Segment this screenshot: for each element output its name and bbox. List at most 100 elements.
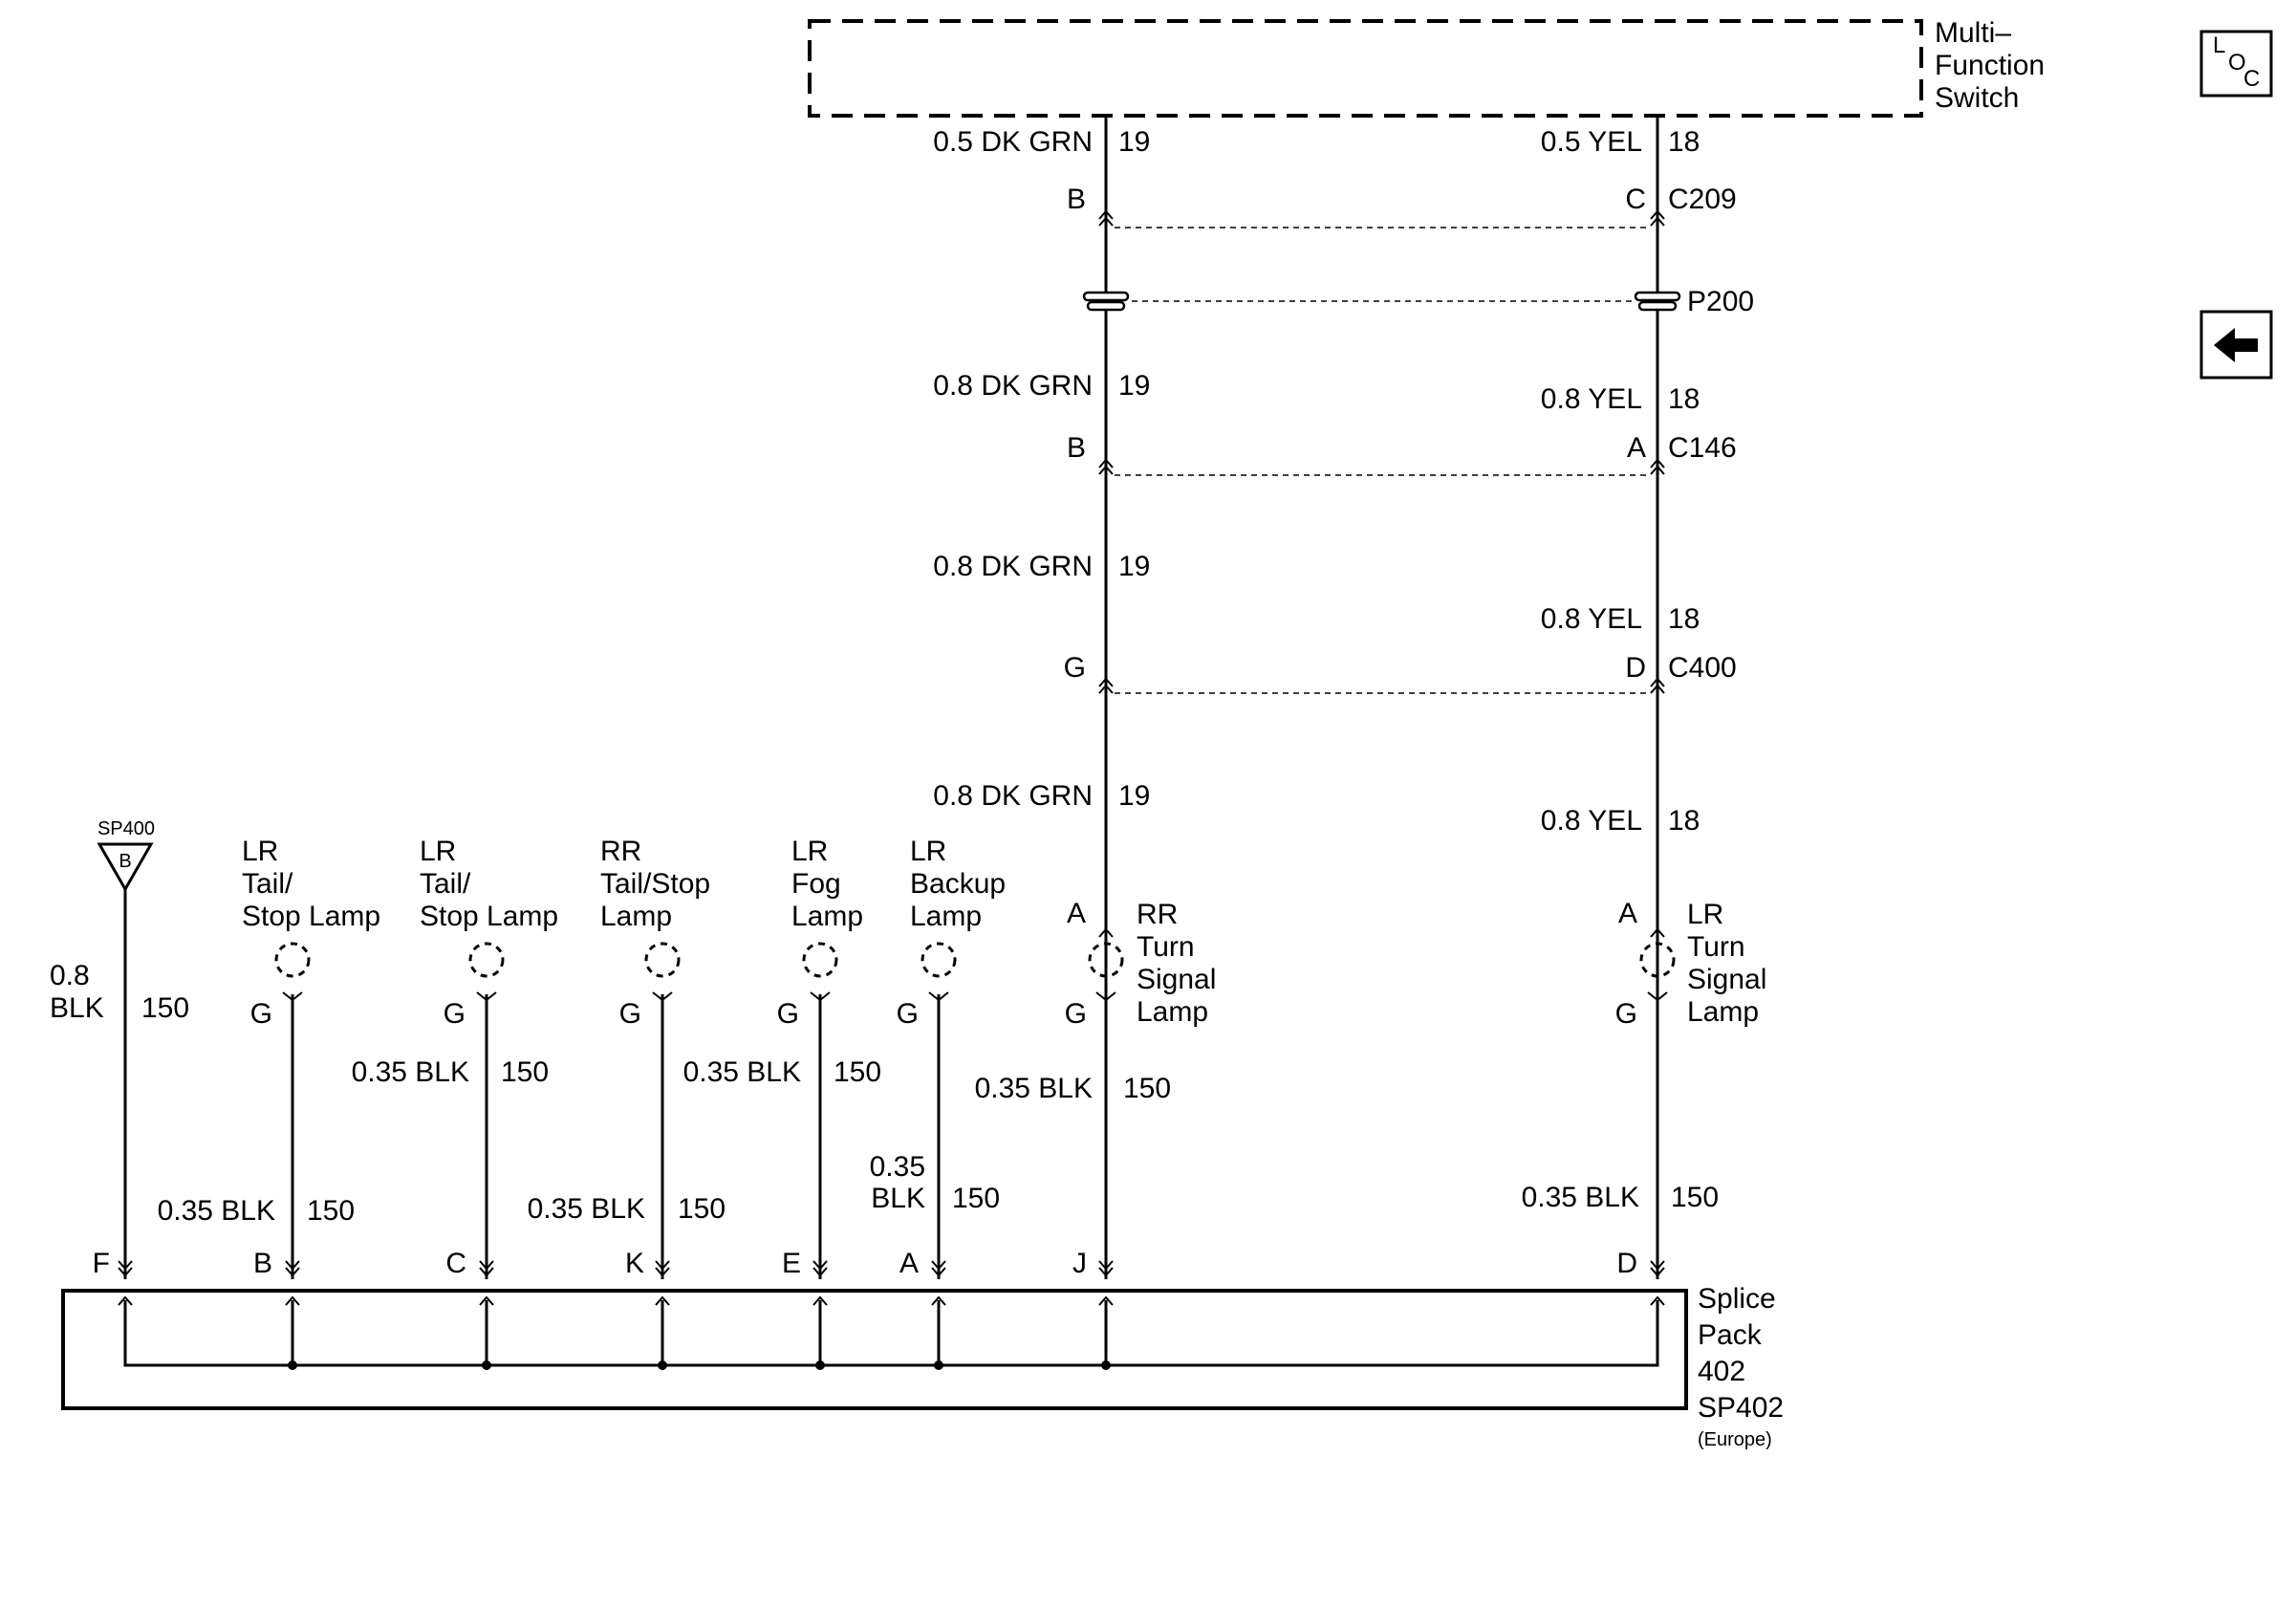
ground-sp400: SP400 B 0.8 BLK 150 F [50,818,189,1279]
pin-label: A [1067,898,1086,929]
lamp-name-line: Stop Lamp [420,901,558,932]
lamp-symbol [921,942,957,978]
lamp-lr-tail-stop-1: LR Tail/ Stop Lamp G 0.35 BLK 150 B [158,836,380,1279]
loc-icon[interactable]: L O C [2199,30,2273,98]
splice-pack-name-line: 402 [1698,1356,1745,1387]
pin-label: D [1616,1248,1637,1279]
wire-color-label: 0.35 BLK [1522,1182,1639,1213]
pin-label: B [1067,432,1086,464]
pin-label: G [250,998,272,1030]
wire-color-label: 0.8 [50,960,90,991]
lamp-name-line: Turn [1687,931,1745,963]
pin-label: G [1065,998,1087,1030]
pin-label: C [1625,184,1646,215]
component-name-line: Multi– [1935,17,2011,49]
wire-color-label: 0.8 YEL [1541,805,1642,837]
circuit-number: 150 [678,1193,726,1225]
lamp-name-line: Lamp [1687,996,1759,1028]
lamp-name-line: Signal [1687,964,1766,995]
lamp-name-line: LR [420,836,456,867]
circuit-number: 19 [1118,370,1150,402]
lamp-lr-tail-stop-2: LR Tail/ Stop Lamp G 0.35 BLK 150 C [352,836,558,1279]
connector-id: C209 [1668,184,1737,215]
connector-id: C146 [1668,432,1737,464]
pin-label: A [899,1248,919,1279]
splice-pack-name-line: SP402 [1698,1392,1784,1424]
wire-color-label: BLK [50,992,104,1024]
lamp-name-line: Lamp [791,901,863,932]
back-arrow-icon[interactable] [2199,310,2273,380]
pin-label: G [1615,998,1637,1030]
circuit-number: 150 [141,992,189,1024]
circuit-number: 150 [952,1183,1000,1214]
loc-letter: C [2243,66,2260,92]
lamp-name-line: Lamp [910,901,982,932]
multi-function-switch-box [808,19,1923,118]
wire-color-label: 0.8 YEL [1541,383,1642,415]
lamp-name-line: LR [910,836,946,867]
pass-through-p200: P200 [1082,286,1754,317]
pin-label: B [1067,184,1086,215]
pin-label: C [445,1248,466,1279]
splice-pack-name-line: Splice [1698,1283,1776,1315]
lamp-name-line: Tail/Stop [600,868,710,900]
wire-color-label: 0.35 BLK [528,1193,645,1225]
component-name-line: Switch [1935,82,2019,114]
pin-label: E [782,1248,801,1279]
pin-label: D [1625,652,1646,684]
wire-color-label: 0.35 BLK [158,1195,275,1227]
wire-color-label: 0.8 DK GRN [933,370,1093,402]
lamp-symbol [1088,942,1124,978]
lamp-lr-backup: LR Backup Lamp G 0.35 BLK 150 A [870,836,1006,1279]
lamp-name-line: Stop Lamp [242,901,380,932]
pin-label: J [1072,1248,1087,1279]
lamp-name-line: Signal [1137,964,1216,995]
circuit-number: 19 [1118,126,1150,158]
circuit-number: 18 [1668,383,1700,415]
wire-color-label: 0.8 DK GRN [933,551,1093,582]
lamp-name-line: Tail/ [242,868,293,900]
pin-label: G [897,998,919,1030]
connector-id: P200 [1687,286,1754,317]
lamp-name-line: LR [791,836,828,867]
lamp-name-line: Lamp [1137,996,1208,1028]
wire-color-label: 0.35 BLK [352,1056,469,1088]
loc-letter: O [2228,50,2246,76]
wire-color-label: 0.8 YEL [1541,603,1642,635]
splice-pack-note: (Europe) [1698,1429,1772,1450]
circuit-number: 18 [1668,603,1700,635]
wire-color-label: BLK [871,1183,925,1214]
lamp-name-line: LR [242,836,278,867]
circuit-number: 19 [1118,551,1150,582]
circuit-number: 150 [501,1056,549,1088]
circuit-number: 150 [1671,1182,1719,1213]
connector-c146: B A C146 [1067,432,1737,476]
ground-id: SP400 [97,818,155,839]
lamp-name-line: Backup [910,868,1006,900]
lamp-rr-turn-signal: A RR Turn Signal Lamp G 0.35 BLK 150 J [975,898,1217,1279]
lamp-rr-tail-stop: RR Tail/Stop Lamp G 0.35 BLK 150 K [528,836,726,1279]
pin-label: F [93,1248,110,1279]
lamp-name-line: RR [600,836,641,867]
connector-c400: G D C400 [1064,652,1737,694]
lamp-symbol [468,942,505,978]
wire-color-label: 0.35 [870,1151,925,1183]
lamp-lr-fog: LR Fog Lamp G 0.35 BLK 150 E [683,836,881,1279]
circuit-number: 18 [1668,805,1700,837]
circuit-number: 18 [1668,126,1700,158]
lamp-lr-turn-signal: A LR Turn Signal Lamp G 0.35 BLK 150 D [1522,898,1767,1279]
connector-id: C400 [1668,652,1737,684]
lamp-name-line: Lamp [600,901,672,932]
loc-letter: L [2213,33,2225,58]
pin-label: K [625,1248,644,1279]
pin-label: G [444,998,466,1030]
lamp-name-line: Fog [791,868,841,900]
splice-pack-402: Splice Pack 402 SP402 (Europe) [61,1283,1784,1450]
wire-color-label: 0.35 BLK [683,1056,801,1088]
lamp-symbol [802,942,838,978]
circuit-number: 150 [307,1195,355,1227]
pin-label: G [619,998,641,1030]
pin-label: A [1627,432,1646,464]
lamp-name-line: RR [1137,899,1178,930]
